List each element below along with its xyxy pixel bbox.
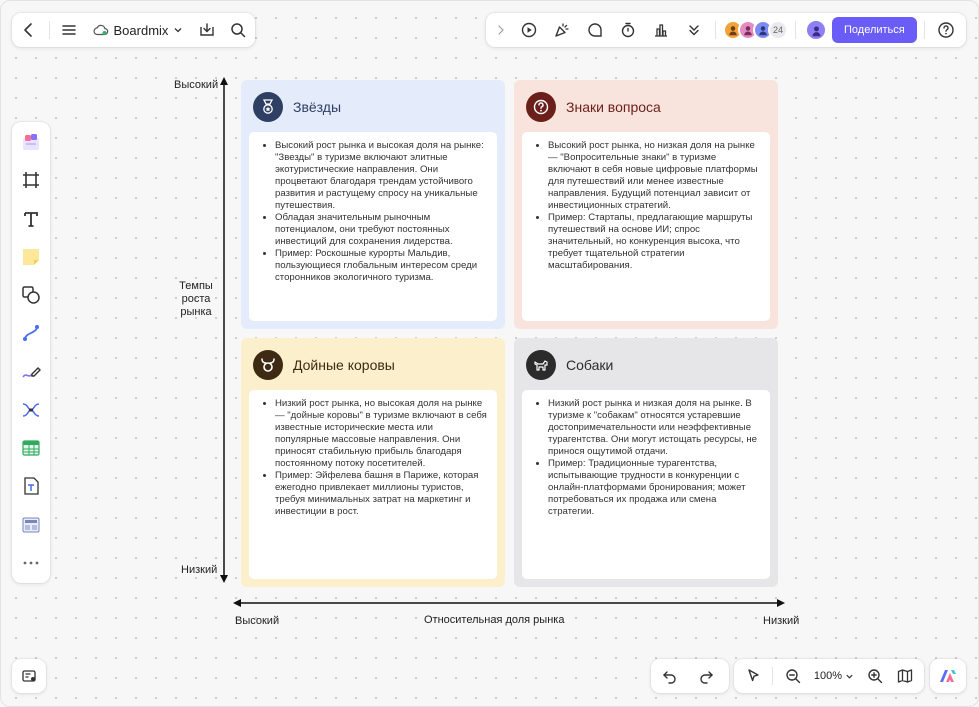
zoom-level: 100% — [813, 670, 843, 682]
text-icon[interactable] — [16, 205, 46, 233]
menu-icon[interactable] — [56, 16, 83, 44]
history-toolbar — [651, 659, 729, 693]
quadrant-bullet: Пример: Традиционные турагентства, испыт… — [548, 458, 760, 518]
x-axis-title: Относительная доля рынка — [424, 614, 565, 626]
quadrant-bullet: Высокий рост рынка и высокая доля на рын… — [275, 140, 487, 212]
pen-icon[interactable] — [16, 358, 46, 386]
layout-icon[interactable] — [16, 511, 46, 539]
frame-icon[interactable] — [16, 166, 46, 194]
chevron-down-icon — [174, 28, 182, 33]
minimap-icon[interactable] — [15, 662, 43, 690]
quadrant-title: Собаки — [566, 357, 614, 373]
avatar-count: 24 — [768, 20, 788, 40]
quadrant-stars[interactable]: Звёзды Высокий рост рынка и высокая доля… — [241, 80, 505, 329]
cow-icon — [253, 350, 283, 380]
x-axis-high-label: Высокий — [235, 615, 280, 627]
share-button[interactable]: Поделиться — [832, 17, 917, 43]
quadrant-title: Знаки вопроса — [566, 99, 661, 115]
timer-icon[interactable] — [614, 16, 642, 44]
collaborators[interactable]: 24 — [723, 20, 788, 40]
zoom-in-icon[interactable] — [862, 662, 887, 690]
divider — [923, 21, 925, 39]
star-badge-icon — [253, 92, 283, 122]
celebrate-icon[interactable] — [548, 16, 576, 44]
quadrant-bullet: Низкий рост рынка и низкая доля на рынке… — [548, 398, 760, 458]
more-tools-icon[interactable] — [16, 549, 46, 577]
search-icon[interactable] — [224, 16, 251, 44]
quadrant-cash-cows[interactable]: Дойные коровы Низкий рост рынка, но высо… — [241, 338, 505, 587]
top-right-toolbar: 24 Поделиться — [486, 13, 966, 47]
quadrant-text: Низкий рост рынка, но высокая доля на ры… — [249, 390, 497, 579]
quadrant-question-marks[interactable]: Знаки вопроса Высокий рост рынка, но низ… — [514, 80, 778, 329]
download-icon[interactable] — [193, 16, 220, 44]
mindmap-icon[interactable] — [16, 396, 46, 424]
templates-icon[interactable] — [16, 128, 46, 156]
current-user-avatar[interactable] — [805, 19, 827, 41]
zoom-out-icon[interactable] — [780, 662, 805, 690]
map-icon[interactable] — [893, 662, 918, 690]
divider — [715, 21, 716, 39]
shapes-icon[interactable] — [16, 281, 46, 309]
quadrant-bullet: Пример: Эйфелева башня в Париже, которая… — [275, 470, 487, 518]
connector-icon[interactable] — [16, 319, 46, 347]
undo-icon[interactable] — [656, 662, 684, 690]
chevron-down-icon — [846, 674, 853, 679]
quadrant-title: Звёзды — [293, 99, 342, 115]
quadrant-dogs[interactable]: Собаки Низкий рост рынка и низкая доля н… — [514, 338, 778, 587]
divider — [772, 667, 774, 685]
y-axis-high-label: Высокий — [174, 79, 219, 91]
redo-icon[interactable] — [692, 662, 720, 690]
quadrant-title: Дойные коровы — [293, 357, 395, 373]
dog-icon — [526, 350, 556, 380]
question-icon — [526, 92, 556, 122]
more-chevrons-icon[interactable] — [680, 16, 708, 44]
table-icon[interactable] — [16, 434, 46, 462]
help-icon[interactable] — [932, 16, 960, 44]
expand-chevron-icon[interactable] — [492, 16, 510, 44]
minimap-panel — [12, 659, 46, 693]
top-left-toolbar: Boardmix — [12, 13, 255, 47]
comment-icon[interactable] — [581, 16, 609, 44]
document-icon[interactable] — [16, 472, 46, 500]
ai-assistant-button[interactable] — [930, 659, 966, 693]
board-name-dropdown[interactable]: Boardmix — [87, 16, 190, 44]
vote-icon[interactable] — [647, 16, 675, 44]
quadrant-text: Высокий рост рынка, но низкая доля на ры… — [522, 132, 770, 321]
x-axis-low-label: Низкий — [763, 615, 800, 627]
board-name: Boardmix — [113, 22, 169, 38]
ai-logo-icon — [940, 670, 956, 682]
sticky-note-icon[interactable] — [16, 243, 46, 271]
y-axis-low-label: Низкий — [181, 564, 218, 576]
select-cursor-icon[interactable] — [740, 662, 765, 690]
quadrant-text: Высокий рост рынка и высокая доля на рын… — [249, 132, 497, 321]
quadrant-bullet: Обладая значительным рыночным потенциало… — [275, 212, 487, 248]
back-icon[interactable] — [16, 16, 43, 44]
zoom-level-dropdown[interactable]: 100% — [811, 670, 857, 682]
divider — [795, 21, 796, 39]
play-icon[interactable] — [515, 16, 543, 44]
quadrant-bullet: Высокий рост рынка, но низкая доля на ры… — [548, 140, 760, 212]
quadrant-text: Низкий рост рынка и низкая доля на рынке… — [522, 390, 770, 579]
cloud-icon — [93, 24, 108, 36]
quadrant-bullet: Низкий рост рынка, но высокая доля на ры… — [275, 398, 487, 470]
divider — [48, 21, 50, 39]
quadrant-bullet: Пример: Роскошные курорты Мальдив, польз… — [275, 248, 487, 284]
zoom-toolbar: 100% — [734, 659, 924, 693]
y-axis-title: Темпы роста рынка — [179, 280, 213, 318]
left-toolbar — [12, 122, 50, 583]
quadrant-bullet: Пример: Стартапы, предлагающие маршруты … — [548, 212, 760, 272]
